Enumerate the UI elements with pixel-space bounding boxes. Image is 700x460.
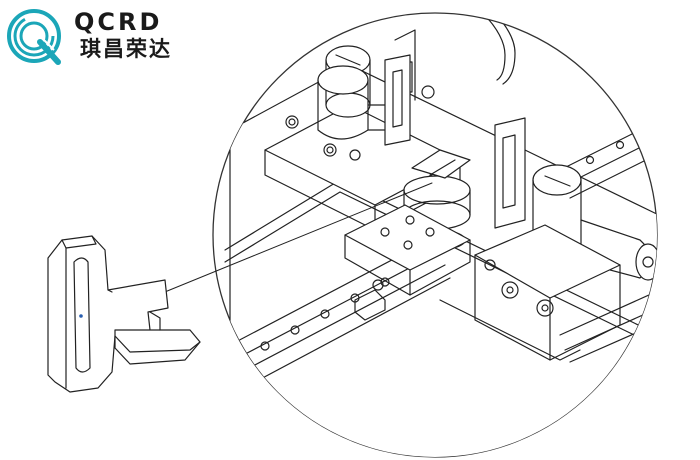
leader-line (155, 183, 432, 296)
right-mount-block (440, 225, 620, 360)
slotted-plate-left (385, 55, 410, 145)
logo-mark-icon (7, 9, 61, 65)
brand-name-latin: QCRD (74, 8, 163, 36)
slotted-plate-right (495, 118, 525, 228)
base-plate (225, 65, 657, 457)
company-logo: QCRD 琪昌荣达 (4, 4, 174, 66)
slide-block (345, 205, 470, 320)
slotted-bracket-part (48, 236, 200, 392)
cylinder-clamp-left (318, 30, 434, 139)
brand-name-chinese: 琪昌荣达 (80, 37, 172, 61)
